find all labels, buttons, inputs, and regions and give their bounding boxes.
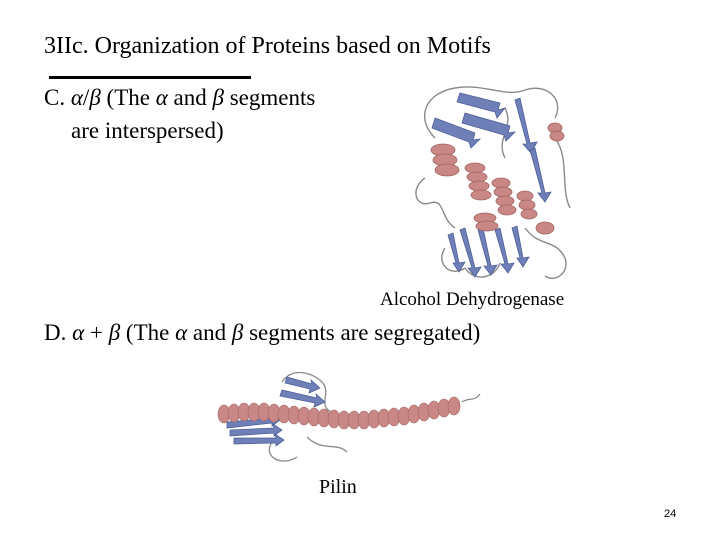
- alcohol-dehydrogenase-caption: Alcohol Dehydrogenase: [380, 289, 565, 310]
- section-c-prefix: C.: [44, 85, 71, 110]
- section-c-text: segments: [223, 85, 316, 110]
- alpha-symbol: α: [175, 320, 188, 345]
- section-d-and: and: [187, 320, 232, 345]
- beta-symbol: β: [108, 320, 121, 345]
- slash: /: [82, 85, 90, 110]
- alpha-symbol: α: [70, 85, 83, 110]
- pilin-structure-image: [217, 371, 481, 462]
- section-d-heading: D. α + β (The α and β segments are segre…: [44, 320, 480, 346]
- section-c-and: and: [167, 85, 213, 110]
- beta-symbol: β: [89, 85, 101, 110]
- pilin-caption: Pilin: [319, 476, 357, 498]
- slide-title: 3IIc. Organization of Proteins based on …: [44, 33, 491, 59]
- beta-symbol: β: [231, 320, 244, 345]
- section-d-text: (The: [120, 320, 176, 345]
- alpha-symbol: α: [72, 320, 85, 345]
- section-d-prefix: D.: [44, 320, 73, 345]
- section-c-line2: are interspersed): [71, 118, 224, 143]
- alcohol-dehydrogenase-structure-image: [415, 86, 571, 279]
- alpha-symbol: α: [155, 85, 168, 110]
- plus: +: [84, 320, 109, 345]
- page-number: 24: [664, 508, 677, 520]
- section-c-text: (The: [100, 85, 156, 110]
- section-d-text: segments are segregated): [243, 320, 481, 345]
- section-c-heading: C. α/β (The α and β segments: [44, 85, 315, 111]
- beta-symbol: β: [212, 85, 224, 110]
- title-underline: [49, 76, 251, 79]
